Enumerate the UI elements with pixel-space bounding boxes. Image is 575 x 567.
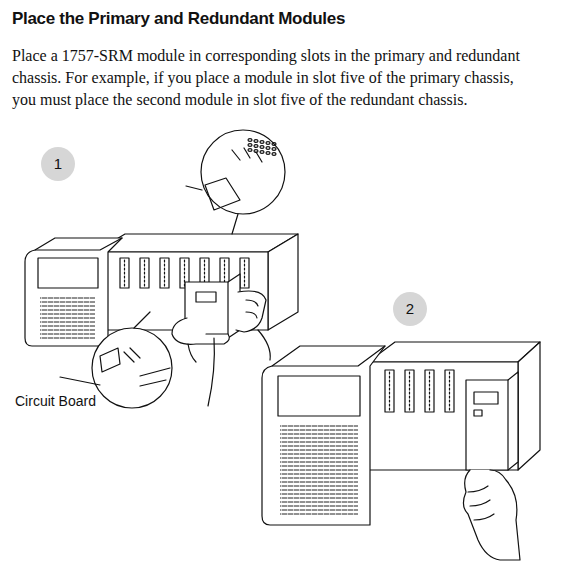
slot-connector bbox=[425, 370, 434, 412]
chassis-top bbox=[368, 342, 540, 362]
slot-pins bbox=[124, 260, 125, 286]
wrist bbox=[188, 344, 196, 362]
pin bbox=[260, 141, 264, 144]
srm-module bbox=[466, 372, 518, 470]
pin bbox=[272, 153, 276, 156]
pin bbox=[254, 145, 258, 148]
slot-pins bbox=[449, 372, 450, 410]
chassis-side bbox=[518, 342, 540, 470]
board-edge-detail bbox=[205, 178, 240, 210]
slot-connector bbox=[120, 258, 129, 288]
chassis-back bbox=[368, 362, 518, 470]
power-supply-panel bbox=[38, 258, 98, 288]
slot-connector bbox=[445, 370, 454, 412]
wrist bbox=[258, 330, 270, 360]
callout-number: 2 bbox=[393, 292, 427, 326]
body-text: Place a 1757-SRM module in corresponding… bbox=[12, 45, 522, 111]
leader-line bbox=[186, 186, 202, 190]
connector-pins bbox=[248, 139, 276, 156]
power-supply bbox=[25, 238, 122, 346]
detail-circle bbox=[201, 130, 285, 214]
leader-line bbox=[60, 377, 100, 385]
detail-circle bbox=[92, 328, 172, 408]
pin bbox=[254, 150, 258, 153]
hand bbox=[172, 318, 229, 344]
slot-connector bbox=[160, 258, 169, 288]
pin bbox=[260, 146, 264, 149]
pin bbox=[266, 147, 270, 150]
power-supply bbox=[262, 346, 385, 525]
circuit-board-detail bbox=[100, 348, 120, 372]
pin bbox=[248, 144, 252, 147]
chassis-top bbox=[95, 234, 298, 252]
slot-pins bbox=[429, 372, 430, 410]
slot-pins bbox=[244, 260, 245, 286]
pin bbox=[266, 142, 270, 145]
module-led bbox=[474, 410, 482, 416]
pin bbox=[260, 151, 264, 154]
leader-line bbox=[134, 312, 150, 328]
cable bbox=[208, 338, 214, 406]
detail-view bbox=[186, 130, 285, 234]
pin bbox=[254, 140, 258, 143]
power-supply-edge bbox=[35, 238, 122, 250]
pin bbox=[248, 149, 252, 152]
power-supply-edge bbox=[272, 346, 385, 366]
redundant-chassis bbox=[262, 342, 540, 560]
section-heading: Place the Primary and Redundant Modules bbox=[12, 9, 345, 29]
guide-detail bbox=[124, 348, 140, 362]
pin bbox=[266, 152, 270, 155]
callout-disc bbox=[41, 147, 75, 181]
pin bbox=[272, 143, 276, 146]
hand-fingers bbox=[246, 300, 258, 318]
slot-pins bbox=[389, 372, 390, 410]
backplane-slots bbox=[385, 370, 454, 412]
slot-pins bbox=[164, 260, 165, 286]
leader-line bbox=[232, 214, 238, 234]
power-supply-vents bbox=[280, 425, 358, 517]
power-supply-panel bbox=[278, 376, 360, 416]
module-edge bbox=[507, 380, 508, 470]
slot-connector bbox=[140, 258, 149, 288]
guide-detail bbox=[232, 148, 262, 162]
hand bbox=[236, 291, 266, 332]
module-display bbox=[474, 392, 498, 404]
slot-pins bbox=[144, 260, 145, 286]
callout-number: 1 bbox=[41, 147, 75, 181]
hand bbox=[463, 470, 520, 560]
hand-fingers bbox=[468, 486, 494, 520]
chassis-side bbox=[268, 234, 298, 330]
slot-connector bbox=[405, 370, 414, 412]
slot-connector bbox=[240, 258, 249, 288]
power-supply-vents bbox=[40, 295, 95, 340]
pin bbox=[272, 148, 276, 151]
slot-detail bbox=[140, 368, 170, 386]
slot-connector bbox=[385, 370, 394, 412]
callout-disc bbox=[393, 292, 427, 326]
module-edge bbox=[227, 282, 228, 338]
module-display bbox=[196, 292, 216, 302]
slot-pins bbox=[409, 372, 410, 410]
part-label: Circuit Board bbox=[15, 393, 96, 409]
pin bbox=[248, 139, 252, 142]
